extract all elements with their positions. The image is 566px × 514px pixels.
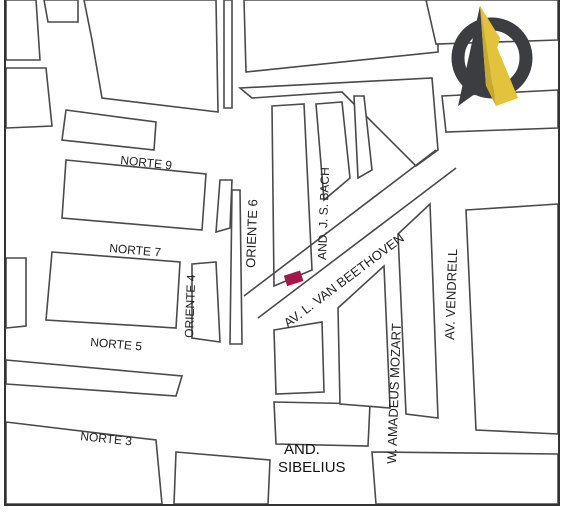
street-label-norte-7: NORTE 7 — [109, 241, 162, 259]
city-block — [223, 0, 233, 109]
city-block — [353, 95, 373, 180]
city-block — [229, 189, 243, 345]
city-block — [61, 159, 207, 231]
street-label-oriente-4: ORIENTE 4 — [182, 274, 198, 338]
city-block — [273, 321, 325, 395]
street-label-and-bach: AND. J. S. BACH — [315, 167, 332, 260]
city-block — [6, 67, 53, 129]
street-map: NORTE 9 NORTE 7 NORTE 5 NORTE 3 ORIENTE … — [6, 0, 558, 504]
street-label-norte-5: NORTE 5 — [90, 335, 143, 353]
city-block — [271, 103, 313, 288]
city-block — [337, 264, 391, 409]
city-block — [61, 109, 157, 151]
avenue-edge — [243, 149, 437, 297]
location-marker-icon — [283, 270, 304, 287]
city-block — [173, 451, 271, 504]
street-label-norte-3: NORTE 3 — [80, 429, 133, 448]
city-block — [243, 0, 439, 73]
street-label-oriente-6: ORIENTE 6 — [243, 199, 260, 268]
city-block — [371, 451, 558, 504]
map-frame: NORTE 9 NORTE 7 NORTE 5 NORTE 3 ORIENTE … — [4, 0, 560, 506]
city-block — [315, 101, 351, 202]
city-block — [441, 89, 558, 133]
city-block — [45, 251, 181, 329]
city-block — [6, 257, 27, 329]
street-label-norte-9: NORTE 9 — [120, 153, 173, 172]
city-block — [6, 421, 163, 504]
city-block — [465, 203, 558, 435]
city-block — [6, 359, 184, 397]
street-label-and-sibelius-line2: SIBELIUS — [278, 459, 346, 476]
city-block — [397, 202, 439, 419]
city-block — [215, 179, 233, 234]
street-label-w-mozart: W. AMADEUS MOZART — [384, 323, 404, 464]
city-block — [6, 0, 41, 61]
avenue-edge — [257, 167, 457, 319]
street-label-and-sibelius-line1: AND. — [284, 441, 320, 458]
street-label-av-vendrell: AV. VENDRELL — [442, 249, 460, 341]
city-block — [43, 0, 79, 23]
city-block — [83, 0, 219, 113]
north-arrow-icon — [451, 6, 533, 106]
city-block — [273, 401, 371, 447]
city-block — [191, 261, 221, 343]
